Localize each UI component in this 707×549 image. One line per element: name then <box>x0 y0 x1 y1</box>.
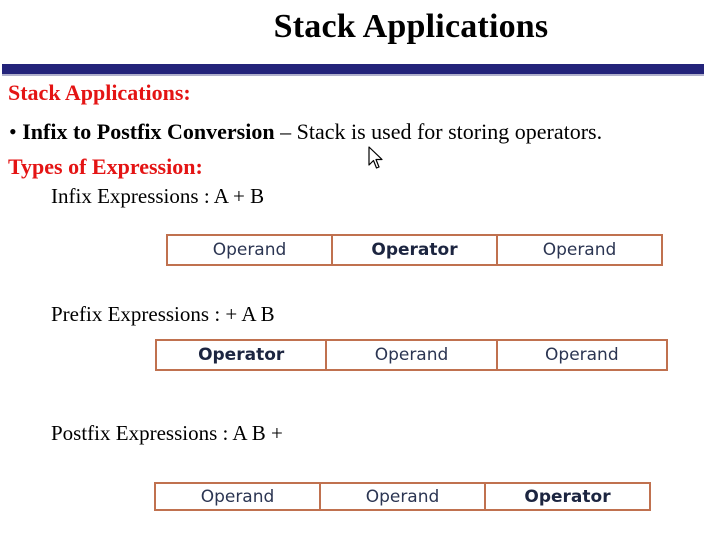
infix-label: Infix Expressions : A + B <box>51 184 265 208</box>
infix-cell-operator: Operator <box>333 236 498 264</box>
mouse-pointer-icon <box>368 146 383 169</box>
title-divider-shadow <box>2 74 704 76</box>
postfix-cell-operator: Operator <box>524 486 611 507</box>
infix-cell-operand-left: Operand <box>168 236 333 264</box>
bullet-separator: – <box>274 119 297 144</box>
section-heading: Stack Applications: <box>8 80 191 105</box>
infix-cell-operand-right: Operand <box>542 240 617 260</box>
prefix-label: Prefix Expressions : + A B <box>51 302 275 326</box>
bullet-term: Infix to Postfix Conversion <box>22 119 275 144</box>
prefix-diagram: Operator Operand Operand <box>155 339 668 371</box>
prefix-cell-operator: Operator <box>157 341 328 369</box>
postfix-cell-operand-second: Operand <box>321 484 486 509</box>
bullet-item: • Infix to Postfix Conversion – Stack is… <box>9 119 602 145</box>
postfix-label: Postfix Expressions : A B + <box>51 421 283 445</box>
title-divider <box>2 64 704 74</box>
bullet-description: Stack is used for storing operators. <box>296 119 603 144</box>
postfix-diagram: Operand Operand Operator <box>154 482 651 511</box>
slide-title: Stack Applications <box>273 8 549 45</box>
types-heading: Types of Expression: <box>8 154 203 179</box>
prefix-cell-operand-second: Operand <box>545 345 619 365</box>
infix-diagram: Operand Operator Operand <box>166 234 663 266</box>
postfix-cell-operand-first: Operand <box>156 484 321 509</box>
prefix-cell-operand-first: Operand <box>327 341 498 369</box>
bullet-marker: • <box>9 119 17 144</box>
